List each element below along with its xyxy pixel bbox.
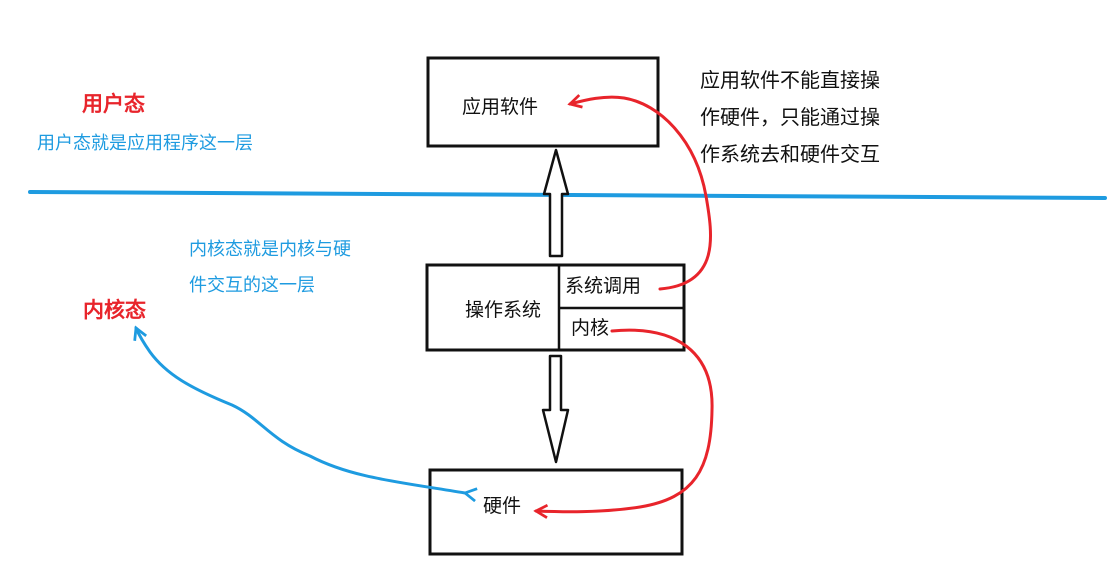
- hardware-label: 硬件: [483, 495, 522, 517]
- kernel-mode-title: 内核态: [83, 298, 146, 322]
- os-label: 操作系统: [465, 299, 542, 321]
- app-os-arrow: [542, 148, 570, 258]
- application-box: [426, 56, 660, 148]
- note-line-1: 应用软件不能直接操: [700, 68, 880, 92]
- note-line-2: 作硬件，只能通过操: [700, 105, 880, 129]
- user-mode-title: 用户态: [82, 92, 145, 116]
- kernel-to-hardware-arrow: [536, 328, 714, 512]
- mode-divider-line: [28, 190, 1107, 200]
- hardware-box: [428, 468, 684, 556]
- os-hardware-arrow: [541, 354, 570, 464]
- note-line-3: 作系统去和硬件交互: [700, 142, 880, 166]
- application-label: 应用软件: [462, 96, 539, 118]
- kernel-mode-description-line-1: 内核态就是内核与硬: [189, 239, 351, 260]
- kernel-mode-description-line-2: 件交互的这一层: [189, 275, 315, 296]
- syscall-label: 系统调用: [565, 275, 642, 297]
- syscall-to-app-arrow: [570, 97, 713, 291]
- user-mode-description: 用户态就是应用程序这一层: [37, 133, 253, 154]
- kernel-label: 内核: [571, 317, 610, 339]
- hardware-kernel-mode-arrow: [136, 328, 465, 493]
